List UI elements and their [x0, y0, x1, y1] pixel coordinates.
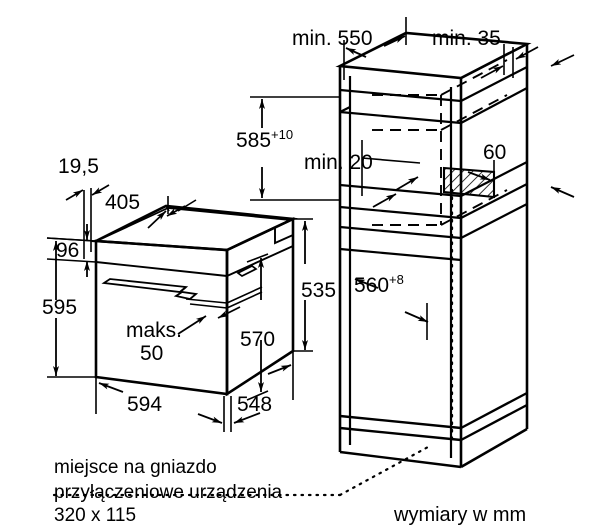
socket-note-leader	[52, 445, 430, 497]
dim-label-560: 560+8	[354, 272, 404, 297]
dim-560-arrows	[354, 278, 429, 323]
cabinet-hidden-edges	[372, 59, 508, 226]
cabinet-lower-shelf	[339, 203, 528, 262]
dim-label-96: 96	[56, 239, 80, 262]
dim-label-585-value: 585	[236, 129, 272, 152]
dim-maks50-arrows	[177, 306, 241, 335]
side-panel-arrows	[550, 54, 575, 198]
cabinet-outline	[335, 31, 532, 469]
cabinet-inner-frame	[348, 76, 453, 458]
oven-door-gap-lines	[185, 286, 263, 309]
dim-19-5-extension	[83, 188, 92, 259]
socket-note-line-1: miejsce na gniazdo	[54, 457, 217, 478]
dim-label-min-20: min. 20	[304, 151, 373, 174]
dim-label-60: 60	[483, 141, 507, 164]
dim-label-560-value: 560	[354, 274, 390, 297]
oven-control-panel-line	[95, 245, 294, 277]
dim-label-405: 405	[105, 191, 141, 214]
dim-label-585-tolerance: +10	[271, 127, 294, 142]
dim-min550-extension	[343, 17, 407, 80]
dim-548-extension	[230, 351, 294, 432]
cabinet-floor	[339, 391, 528, 430]
socket-note-line-2: przyłączeniowe urządzenia	[54, 482, 283, 503]
units-note: wymiary w mm	[394, 504, 527, 526]
dim-594-extension	[95, 377, 225, 432]
dim-535-extension	[293, 218, 313, 352]
dim-label-585: 585+10	[236, 127, 294, 152]
dim-min20-extension	[361, 140, 421, 196]
dim-19-5-arrows	[65, 184, 110, 201]
dim-label-560-tolerance: +8	[389, 272, 404, 287]
dim-label-min-550: min. 550	[292, 27, 373, 50]
dim-min20-arrows	[372, 176, 419, 208]
oven-rear-notch	[274, 228, 294, 245]
dim-min35-arrows	[480, 46, 539, 79]
dim-label-min-35: min. 35	[432, 27, 501, 50]
dim-label-570: 570	[240, 328, 276, 351]
dim-label-maks-value: 50	[140, 342, 164, 365]
dim-min35-extension	[503, 44, 514, 78]
dim-595-extension	[46, 237, 96, 378]
dim-585-extension	[250, 96, 340, 201]
dim-60-arrows	[467, 171, 491, 181]
dim-405-leader	[177, 199, 197, 212]
dim-label-19-5: 19,5	[58, 155, 99, 178]
dim-548-arrows	[233, 364, 292, 424]
dim-label-548: 548	[237, 393, 273, 416]
dim-label-maks: maks.	[126, 319, 183, 342]
oven-side-handle-notch	[236, 265, 258, 277]
dim-570-extension	[246, 253, 269, 401]
dim-label-535: 535	[301, 279, 337, 302]
dim-label-595: 595	[42, 296, 78, 319]
oven-door-handle	[101, 278, 199, 300]
dim-594-arrows	[98, 382, 223, 424]
dim-min550-arrows	[345, 35, 406, 58]
socket-note-line-3: 320 x 115	[54, 505, 137, 526]
cabinet-top-shelf	[339, 66, 528, 125]
cabinet-plinth	[339, 403, 528, 469]
dim-label-594: 594	[127, 393, 163, 416]
